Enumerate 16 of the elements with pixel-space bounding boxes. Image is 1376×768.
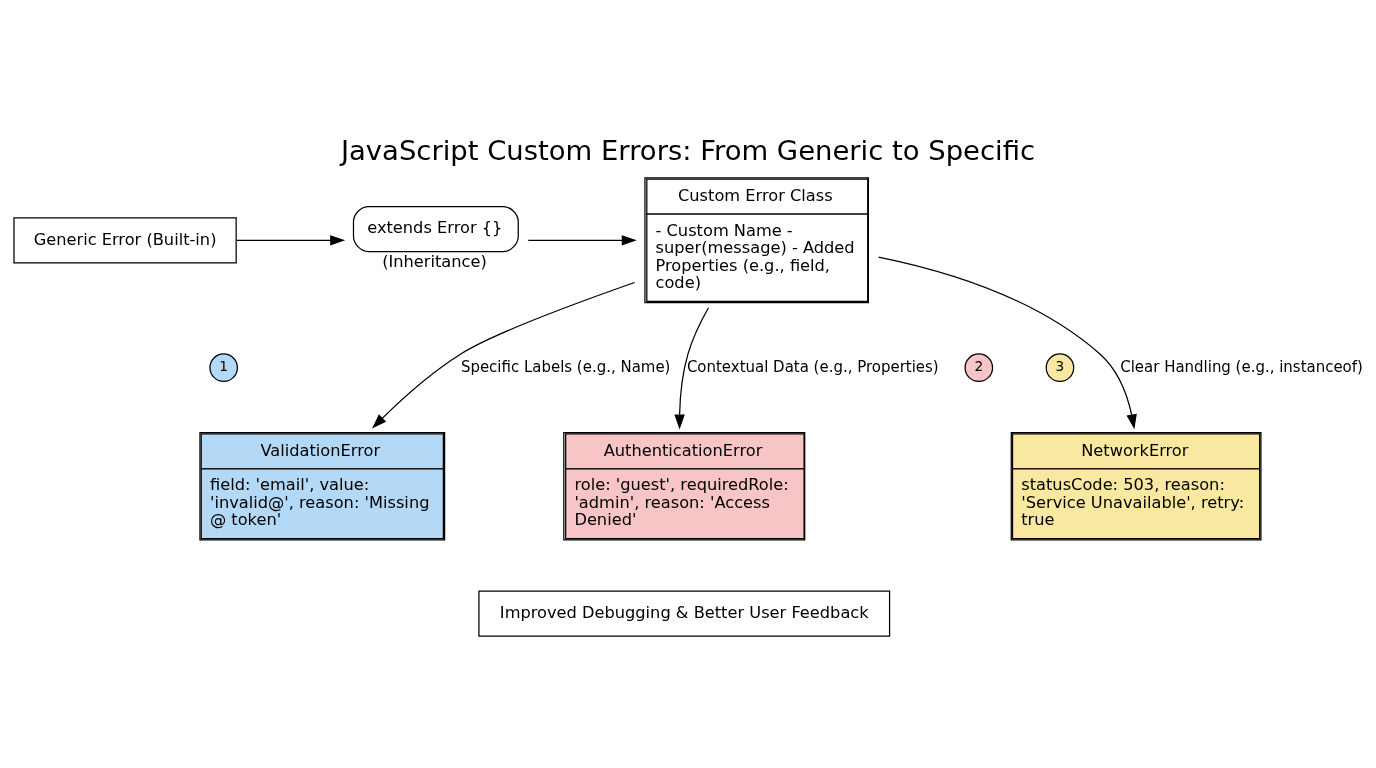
node-circle: 3 [1045, 352, 1075, 382]
arrow [527, 234, 637, 246]
arrow [877, 255, 1137, 429]
node-label: (Inheritance) [382, 251, 487, 271]
arrow [236, 234, 346, 246]
edge-label: Clear Handling (e.g., instanceof) [1120, 357, 1363, 376]
node-circle: 2 [964, 352, 994, 382]
edge-label: Contextual Data (e.g., Properties) [686, 357, 939, 376]
node-box: extends Error {} [352, 205, 519, 252]
node-circle: 1 [209, 352, 239, 382]
edge-label: Specific Labels (e.g., Name) [460, 357, 671, 376]
node-box: Generic Error (Built-in) [13, 216, 237, 263]
arrow [372, 281, 636, 429]
node-box: Improved Debugging & Better User Feedback [478, 589, 891, 637]
arrow [674, 306, 710, 429]
diagram-title: JavaScript Custom Errors: From Generic to Specific [340, 134, 1036, 166]
